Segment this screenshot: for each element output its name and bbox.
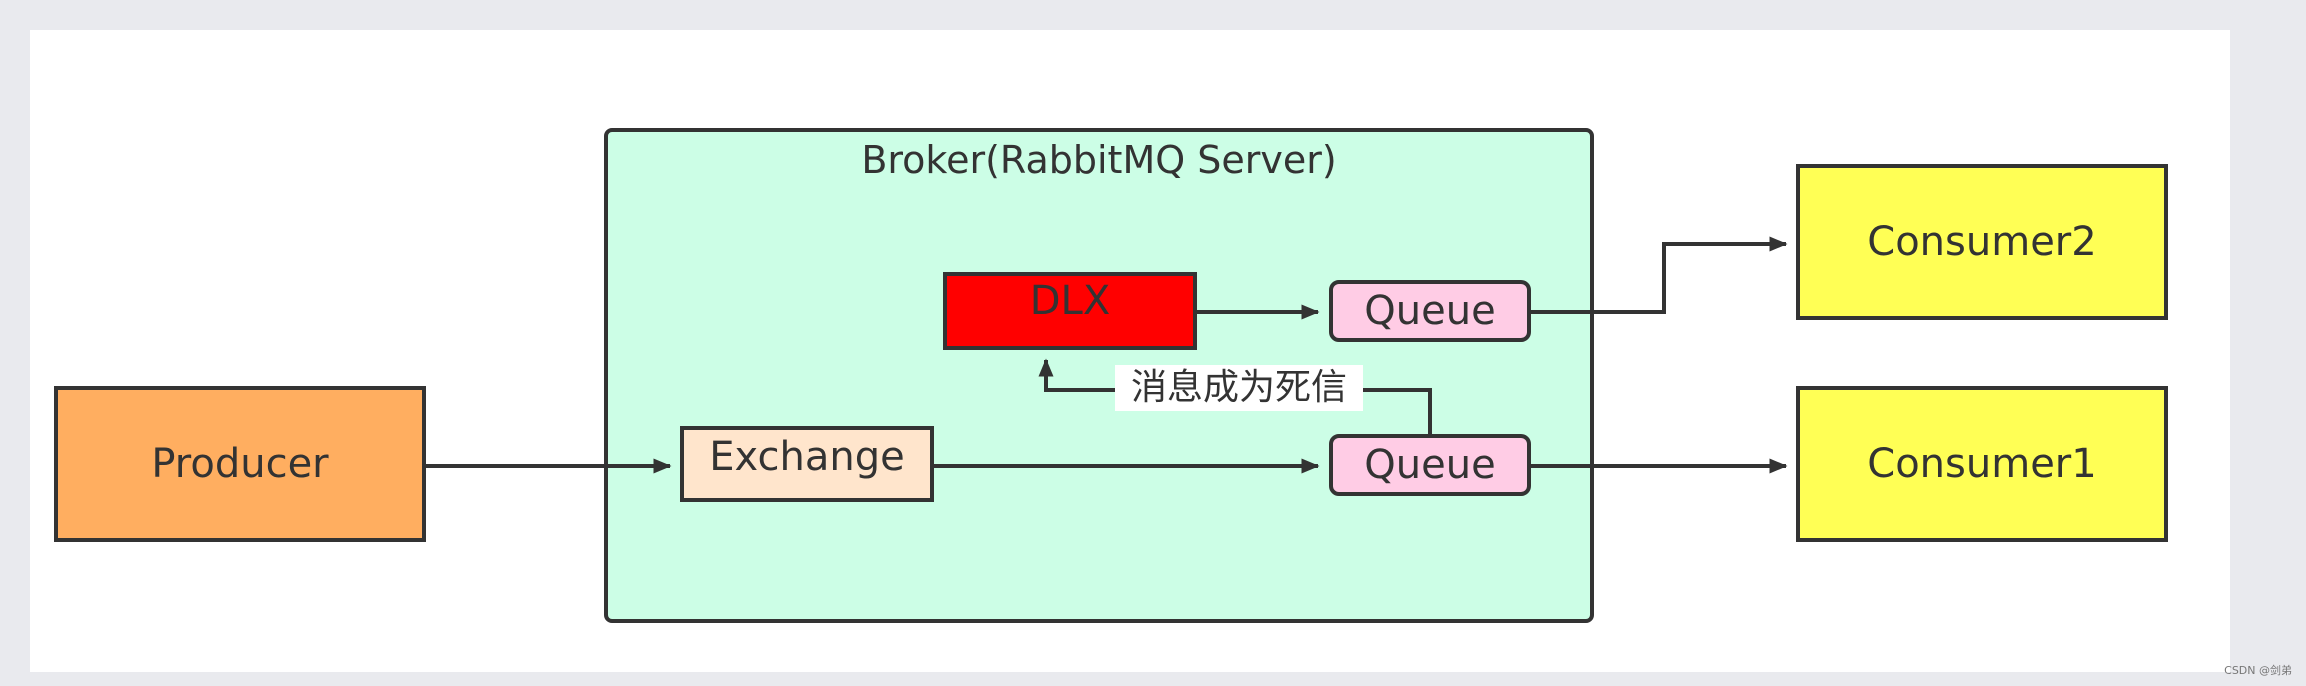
broker-title: Broker(RabbitMQ Server)	[861, 138, 1337, 182]
queue-top-node: Queue	[1329, 280, 1531, 342]
queue-bottom-node: Queue	[1329, 434, 1531, 496]
dead-letter-label: 消息成为死信	[1115, 365, 1363, 411]
consumer2-node: Consumer2	[1796, 164, 2168, 320]
broker-container: Broker(RabbitMQ Server)	[604, 128, 1594, 623]
edge-queue-consumer2	[1531, 236, 1788, 314]
watermark: CSDN @剑弟	[2224, 664, 2292, 677]
exchange-node: Exchange	[680, 426, 934, 502]
consumer1-node: Consumer1	[1796, 386, 2168, 542]
dlx-node: DLX	[943, 272, 1197, 350]
producer-node: Producer	[54, 386, 426, 542]
